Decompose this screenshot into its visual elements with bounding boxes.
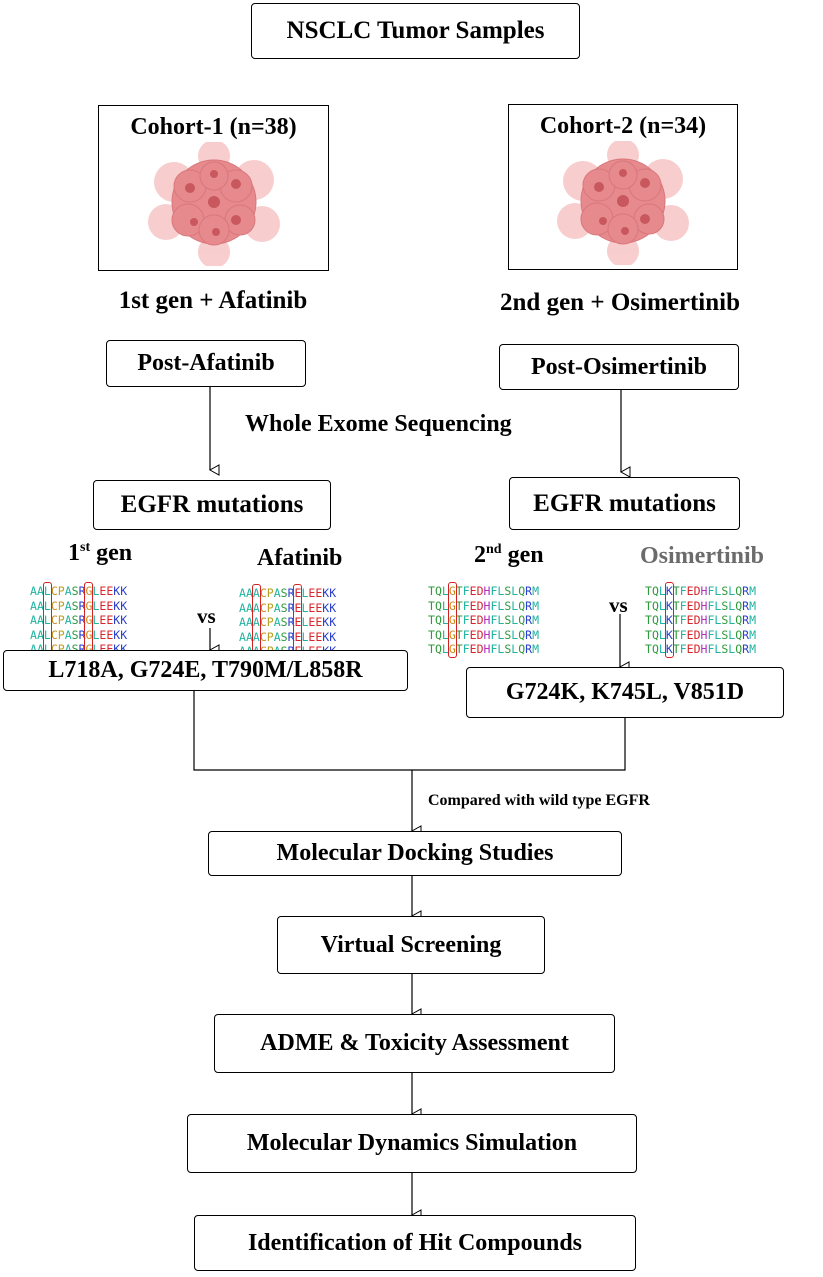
alignment-row: TQLGTFEDHFLSLQRM bbox=[428, 598, 539, 613]
md-simulation-box: Molecular Dynamics Simulation bbox=[187, 1114, 637, 1173]
alignment-row: AALCPASRGLEEKK bbox=[30, 627, 128, 642]
alignment-row: AALCPASRGLEEKK bbox=[30, 598, 128, 613]
mutation-highlight-box bbox=[664, 582, 674, 658]
mutation-highlight-box bbox=[42, 582, 52, 658]
gen-2-label: 2nd gen bbox=[474, 542, 544, 568]
mutation-highlight-box bbox=[447, 582, 457, 658]
alignment-row: TQLKTFEDHFLSLQRM bbox=[645, 627, 756, 642]
vs-label-left: vs bbox=[197, 604, 216, 628]
adme-toxicity-box: ADME & Toxicity Assessment bbox=[214, 1014, 615, 1073]
virtual-screening-box: Virtual Screening bbox=[277, 916, 545, 974]
tumor-cells-icon bbox=[147, 142, 280, 266]
alignment-row: AALCPASRGLEEKK bbox=[30, 584, 128, 598]
hit-compounds-box: Identification of Hit Compounds bbox=[194, 1215, 636, 1271]
cohort-2-panel: Cohort-2 (n=34) bbox=[508, 104, 738, 270]
post-osimertinib-box: Post-Osimertinib bbox=[499, 344, 739, 390]
compared-with-wt-label: Compared with wild type EGFR bbox=[428, 792, 650, 809]
alignment-row: TQLKTFEDHFLSLQRM bbox=[645, 613, 756, 627]
alignment-row: AAACPASRELEEKK bbox=[239, 600, 337, 615]
nsclc-samples-box: NSCLC Tumor Samples bbox=[251, 3, 580, 59]
cohort-1-title: Cohort-1 (n=38) bbox=[130, 114, 297, 140]
alignment-row: AALCPASRGLEEKK bbox=[30, 642, 128, 656]
post-afatinib-box: Post-Afatinib bbox=[106, 340, 306, 387]
vs-label-right: vs bbox=[609, 593, 628, 617]
alignment-row: AALCPASRGLEEKK bbox=[30, 613, 128, 627]
afatinib-label: Afatinib bbox=[257, 545, 343, 571]
cohort-2-title: Cohort-2 (n=34) bbox=[539, 113, 707, 139]
alignment-row: TQLKTFEDHFLSLQRM bbox=[645, 642, 756, 656]
docking-box: Molecular Docking Studies bbox=[208, 831, 622, 876]
cohort-2-result-box: G724K, K745L, V851D bbox=[466, 667, 784, 718]
cohort-1-panel: Cohort-1 (n=38) bbox=[98, 105, 329, 271]
wes-label: Whole Exome Sequencing bbox=[245, 411, 512, 437]
egfr-mutations-box-right: EGFR mutations bbox=[509, 477, 740, 530]
alignment-row: TQLKTFEDHFLSLQRM bbox=[645, 598, 756, 613]
alignment-row: TQLGTFEDHFLSLQRM bbox=[428, 584, 539, 598]
alignment-row: TQLKTFEDHFLSLQRM bbox=[645, 584, 756, 598]
mutation-highlight-box bbox=[84, 582, 94, 658]
alignment-row: AAACPASRELEEKK bbox=[239, 615, 337, 629]
egfr-mutations-box-left: EGFR mutations bbox=[93, 480, 331, 530]
alignment-row: TQLGTFEDHFLSLQRM bbox=[428, 642, 539, 656]
tumor-cells-icon bbox=[557, 141, 689, 265]
gen-1-label: 1st gen bbox=[68, 540, 133, 566]
alignment-row: TQLGTFEDHFLSLQRM bbox=[428, 613, 539, 627]
alignment-row: AAACPASRELEEKK bbox=[239, 629, 337, 644]
cohort-2-treatment: 2nd gen + Osimertinib bbox=[500, 289, 740, 316]
osimertinib-label: Osimertinib bbox=[640, 543, 764, 569]
merge-connector bbox=[193, 690, 626, 771]
mutation-highlight-box bbox=[251, 584, 261, 660]
alignment-row: TQLGTFEDHFLSLQRM bbox=[428, 627, 539, 642]
alignment-row: AAACPASRELEEKK bbox=[239, 586, 337, 600]
cohort-1-result-box: L718A, G724E, T790M/L858R bbox=[3, 650, 408, 691]
mutation-highlight-box bbox=[293, 584, 303, 660]
cohort-1-treatment: 1st gen + Afatinib bbox=[118, 287, 308, 314]
